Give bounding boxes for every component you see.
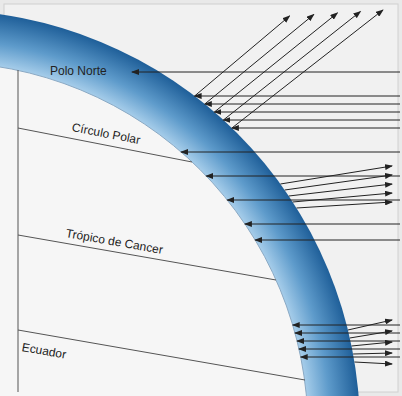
incoming-ray: [206, 176, 400, 177]
reflected-ray: [355, 362, 393, 364]
sun-rays: [132, 10, 400, 364]
incoming-ray: [301, 357, 400, 358]
reflected-ray: [280, 166, 392, 184]
reflected-ray: [350, 331, 392, 338]
incoming-ray: [255, 240, 400, 241]
incoming-ray: [299, 349, 400, 350]
reflected-ray: [352, 342, 393, 346]
atmosphere-band: [0, 10, 360, 396]
incoming-ray: [132, 72, 400, 73]
pole-label: Polo Norte: [50, 64, 107, 78]
incoming-ray: [214, 112, 400, 113]
equator-line: [18, 330, 305, 380]
reflected-ray: [297, 202, 393, 208]
earth-axis: [18, 70, 19, 392]
incoming-ray: [293, 325, 400, 326]
reflected-ray: [223, 12, 360, 121]
incoming-ray: [205, 104, 400, 105]
reflected-ray: [293, 193, 392, 202]
reflected-ray: [214, 13, 337, 112]
incoming-ray: [181, 152, 400, 153]
reflected-ray: [285, 175, 392, 190]
incoming-ray: [245, 224, 400, 225]
reflected-ray: [205, 15, 314, 105]
reflected-ray: [195, 16, 290, 96]
incoming-ray: [195, 96, 400, 97]
incoming-ray: [223, 120, 400, 121]
reflected-ray: [232, 10, 383, 128]
incoming-ray: [297, 341, 400, 342]
incoming-ray: [232, 128, 400, 129]
reflected-ray: [348, 320, 392, 330]
reflected-ray: [353, 353, 392, 354]
